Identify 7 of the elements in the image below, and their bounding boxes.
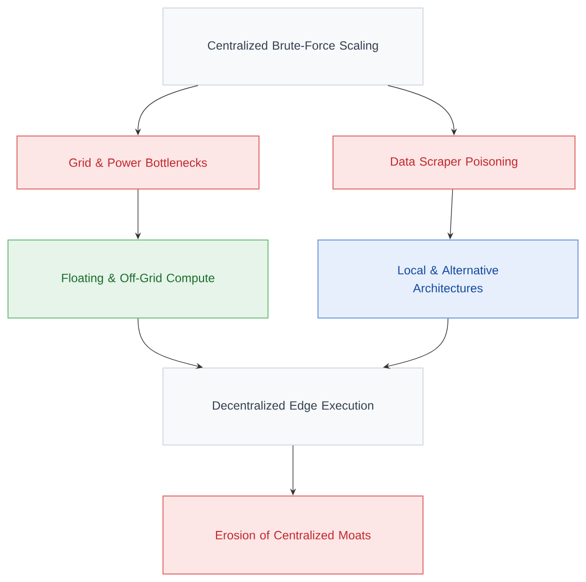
process-box: Decentralized Edge Execution xyxy=(162,368,424,446)
process-box: Grid & Power Bottlenecks xyxy=(16,136,260,190)
process-box: Floating & Off-Grid Compute xyxy=(8,240,268,318)
process-box: Centralized Brute-Force Scaling xyxy=(162,8,424,86)
process-box: Data Scraper Poisoning xyxy=(332,136,576,190)
process-box: Erosion of Centralized Moats xyxy=(162,496,424,574)
process-box: Local & Alternative Architectures xyxy=(318,240,578,318)
